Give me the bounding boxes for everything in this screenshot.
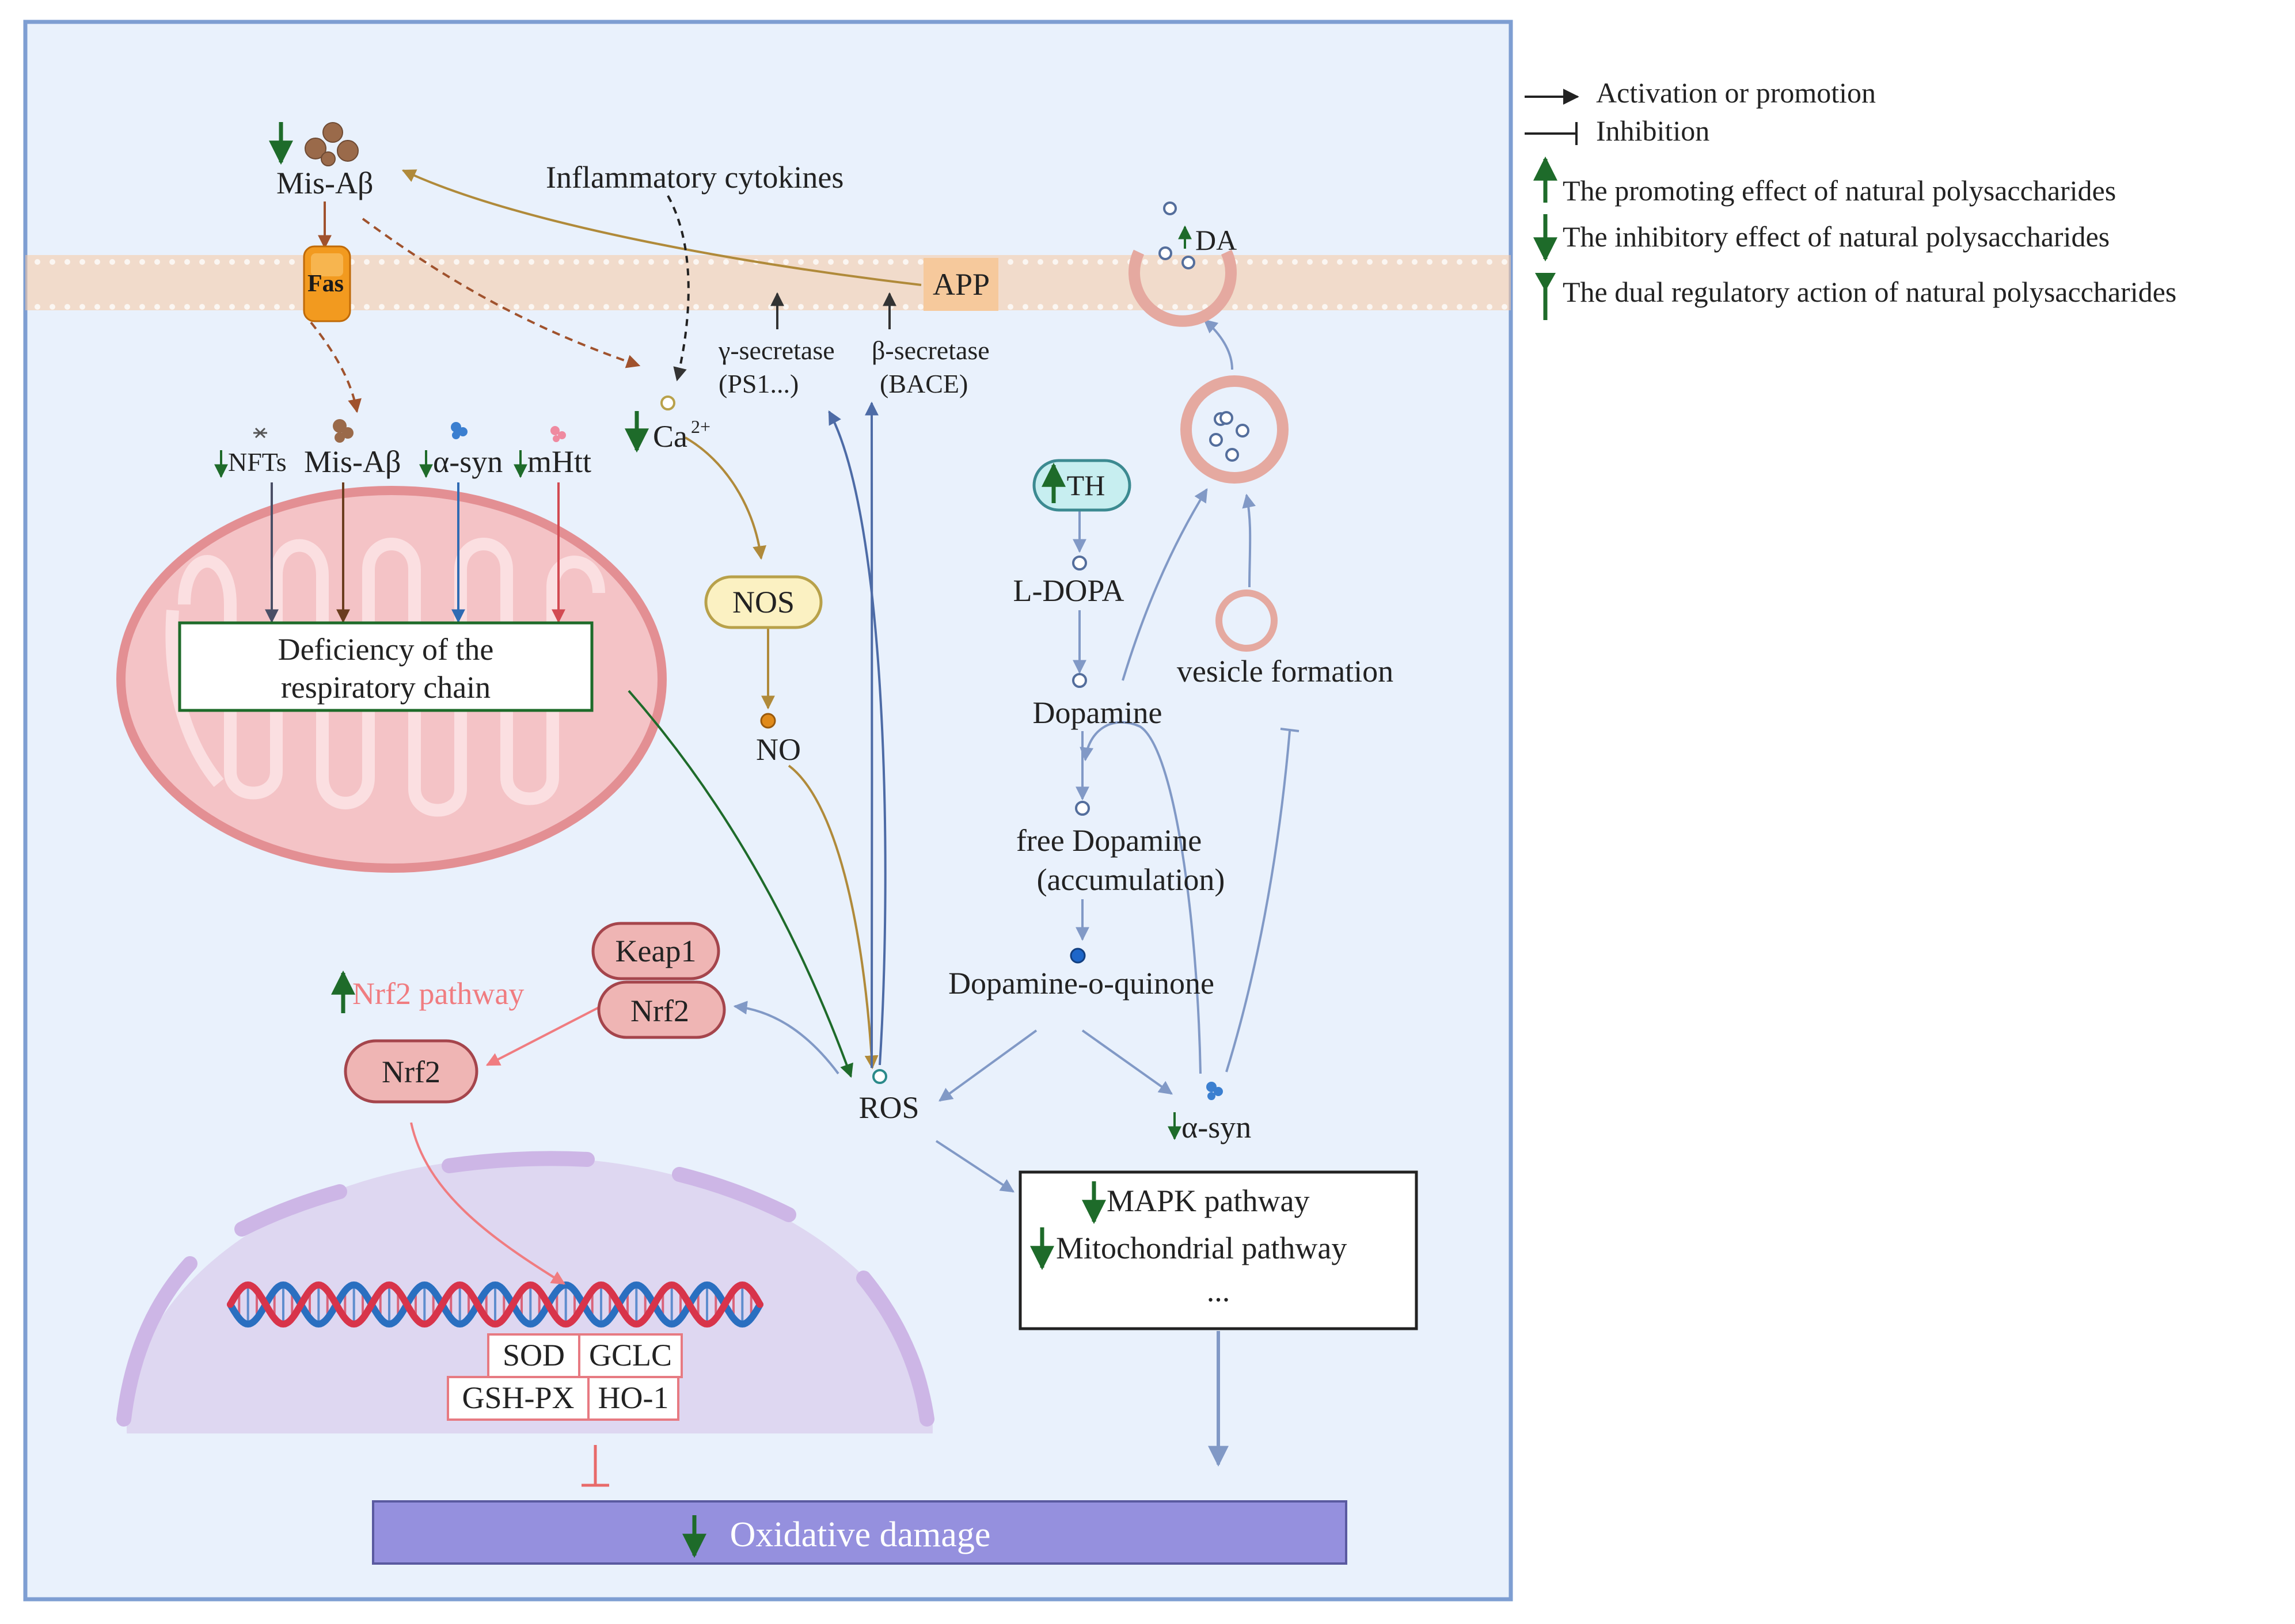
ho1-label: HO-1 [598,1380,669,1415]
ca-superscript: 2+ [691,416,710,437]
misabeta-mito-label: Mis-Aβ [304,444,401,479]
gamma-secretase-sub-label: (PS1...) [719,369,799,398]
ros-label: ROS [858,1090,919,1125]
free-dopamine-accumulation-label: (accumulation) [1037,862,1225,897]
deficiency-label-line1: Deficiency of the [278,632,494,667]
nrf2-pathway-label: Nrf2 pathway [352,976,524,1011]
dopamine-quinone-label: Dopamine-o-quinone [948,966,1214,1001]
ros-node [873,1070,886,1083]
vesicle-formation-label: vesicle formation [1177,654,1393,689]
beta-secretase-label: β-secretase [872,336,990,365]
dopamine-node [1073,674,1086,687]
oxidative-damage-label: Oxidative damage [730,1515,991,1554]
alphasyn-label: α-syn [1181,1110,1251,1144]
beta-secretase-sub-label: (BACE) [880,369,968,398]
alphasyn-mito-label: α-syn [433,444,503,479]
legend-dual-text: The dual regulatory action of natural po… [1563,276,2176,308]
dna-double-helix [230,1285,760,1324]
mapk-label: MAPK pathway [1107,1184,1309,1218]
legend: Activation or promotion Inhibition The p… [1525,77,2176,320]
legend-inhibitory-text: The inhibitory effect of natural polysac… [1563,220,2110,253]
nos-label: NOS [732,585,795,619]
keap1-label: Keap1 [615,934,697,968]
legend-inhibition-text: Inhibition [1596,115,1709,147]
misabeta-top-label: Mis-Aβ [276,166,374,200]
free-dopamine-label: free Dopamine [1016,823,1202,858]
nfts-label: NFTs [228,447,287,477]
ldopa-label: L-DOPA [1013,573,1124,608]
free-dopamine-node [1076,802,1089,815]
gshpx-label: GSH-PX [462,1380,574,1415]
quinone-node [1071,949,1085,963]
ca-label: Ca [653,419,687,454]
da-label: DA [1195,224,1237,256]
ellipsis-label: ... [1207,1273,1230,1308]
app-label: APP [933,267,990,302]
legend-promoting-text: The promoting effect of natural polysacc… [1563,174,2116,207]
no-label: NO [756,732,801,767]
mhtt-label: mHtt [527,444,591,479]
gclc-label: GCLC [589,1338,672,1372]
ca-node [662,397,674,409]
sod-label: SOD [503,1338,565,1372]
nrf2-label: Nrf2 [382,1055,440,1089]
nrf2-complex-label: Nrf2 [630,994,689,1028]
fas-label: Fas [307,271,344,297]
legend-dual-icon [1535,273,1556,320]
gamma-secretase-label: γ-secretase [718,336,835,365]
no-node [761,714,775,728]
deficiency-label-line2: respiratory chain [281,670,491,705]
ldopa-node [1073,557,1086,569]
legend-activation-text: Activation or promotion [1596,77,1876,109]
dopamine-label: Dopamine [1033,695,1162,730]
th-label: TH [1067,469,1105,501]
mito-pathway-label: Mitochondrial pathway [1056,1231,1347,1265]
inflammatory-cytokines-label: Inflammatory cytokines [546,160,843,195]
